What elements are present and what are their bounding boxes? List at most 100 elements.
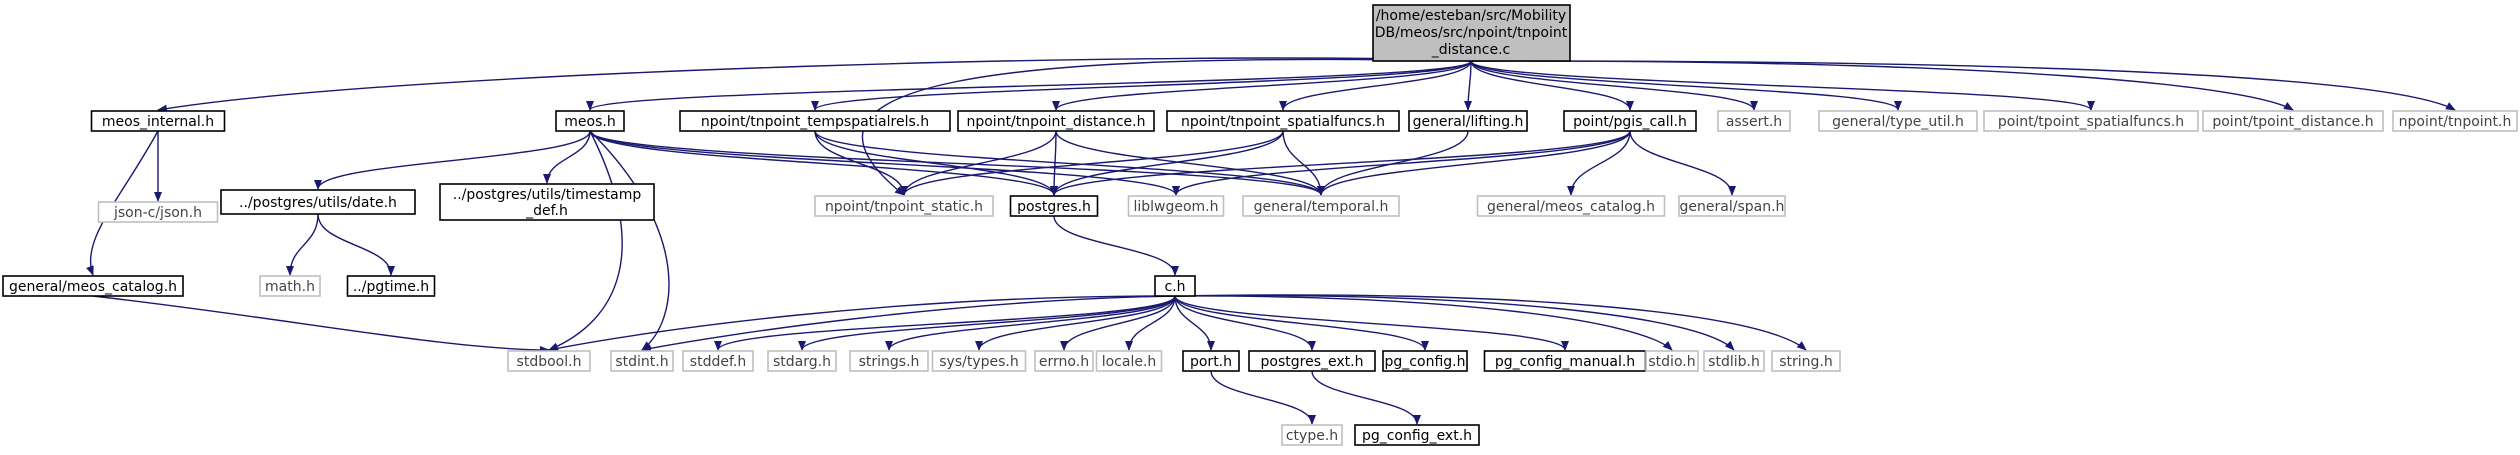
edge-spatialfuncs-to-tnpoint_static	[900, 130, 1284, 196]
edge-root-to-tnpoint_h	[1470, 60, 2456, 111]
edge-c-to-locale	[1125, 295, 1176, 351]
node-box	[1034, 350, 1094, 372]
edge-c-to-postgres_ext	[1174, 295, 1316, 351]
node-label: pg_config_ext.h	[1362, 428, 1472, 444]
edge-tempspatialrels-to-tnpoint_static	[814, 130, 908, 196]
node-box	[1983, 110, 2199, 132]
edge-c-to-stdbool	[548, 295, 1176, 353]
node-box	[439, 183, 655, 221]
node-label: stdarg.h	[773, 354, 831, 370]
node-label: liblwgeom.h	[1133, 199, 1218, 215]
node-label: stddef.h	[690, 354, 746, 370]
node-box	[1771, 350, 1841, 372]
node-label: assert.h	[1726, 114, 1782, 130]
node-spatialfuncs[interactable]: npoint/tnpoint_spatialfuncs.h	[1166, 110, 1400, 132]
node-label: postgres.h	[1017, 199, 1091, 215]
node-label: point/tpoint_spatialfuncs.h	[1998, 114, 2184, 130]
edge-port-to-ctype	[1210, 370, 1316, 425]
node-meos-internal[interactable]: meos_internal.h	[90, 110, 226, 132]
node-box	[679, 110, 951, 132]
node-pgtime[interactable]: ../pgtime.h	[346, 275, 436, 297]
node-tpoint-distance: point/tpoint_distance.h	[2202, 110, 2384, 132]
edge-c-to-string	[1174, 294, 1807, 351]
node-label: general/span.h	[1680, 199, 1785, 215]
node-box	[814, 195, 994, 217]
node-math: math.h	[259, 275, 321, 297]
edge-pgis_call-to-postgres	[1050, 130, 1631, 196]
edge-root-to-meos	[586, 60, 1472, 111]
node-label: pg_config.h	[1385, 354, 1466, 370]
node-string: string.h	[1771, 350, 1841, 372]
edge-pgis_call-to-span	[1629, 130, 1736, 196]
edge-root-to-assert	[1470, 60, 1758, 111]
edge-c-to-stdio	[1174, 295, 1673, 351]
node-lifting[interactable]: general/lifting.h	[1408, 110, 1528, 132]
node-label: pg_config_manual.h	[1495, 354, 1635, 370]
edge-tnpoint_distance_h-to-tnpoint_static	[900, 130, 1057, 196]
edge-root-to-pgis_call	[1470, 60, 1634, 111]
node-c[interactable]: c.h	[1154, 275, 1196, 297]
root-file-node[interactable]: /home/esteban/src/Mobility DB/meos/src/n…	[1372, 4, 1571, 62]
node-ctype: ctype.h	[1281, 424, 1343, 446]
node-pg-config-manual[interactable]: pg_config_manual.h	[1483, 350, 1647, 372]
node-tnpoint-distance-h[interactable]: npoint/tnpoint_distance.h	[957, 110, 1155, 132]
node-box	[1476, 195, 1666, 217]
node-box	[346, 275, 436, 297]
node-date[interactable]: ../postgres/utils/date.h	[220, 189, 416, 215]
node-box	[767, 350, 837, 372]
node-label: _def.h	[525, 203, 568, 219]
node-stdbool: stdbool.h	[507, 350, 591, 372]
edge-root-to-tempspatialrels	[811, 60, 1472, 111]
node-box	[1818, 110, 1978, 132]
root-label-line-3: _distance.c	[1431, 42, 1510, 58]
node-label: general/temporal.h	[1254, 199, 1389, 215]
node-label: port.h	[1190, 354, 1232, 370]
node-box	[1717, 110, 1791, 132]
node-tempspatialrels[interactable]: npoint/tnpoint_tempspatialrels.h	[679, 110, 951, 132]
node-label: npoint/tnpoint_static.h	[825, 199, 983, 215]
node-label: sys/types.h	[939, 354, 1018, 370]
node-meos-catalog-right: general/meos_catalog.h	[1476, 195, 1666, 217]
node-box	[849, 350, 929, 372]
node-label: point/pgis_call.h	[1573, 114, 1687, 130]
node-postgres[interactable]: postgres.h	[1009, 195, 1099, 217]
node-tnpoint-h: npoint/tnpoint.h	[2392, 110, 2518, 132]
node-box	[1281, 424, 1343, 446]
node-pg-config[interactable]: pg_config.h	[1382, 350, 1468, 372]
node-meos[interactable]: meos.h	[555, 110, 625, 132]
node-stdlib: stdlib.h	[1703, 350, 1765, 372]
node-strings: strings.h	[849, 350, 929, 372]
node-box	[1645, 350, 1699, 372]
node-box	[259, 275, 321, 297]
edge-root-to-spatialfuncs	[1279, 60, 1472, 111]
node-label: math.h	[265, 279, 315, 295]
node-pgis-call[interactable]: point/pgis_call.h	[1563, 110, 1697, 132]
edge-meos-to-temporal	[589, 130, 1325, 196]
node-box	[1166, 110, 1400, 132]
node-meos-catalog-left[interactable]: general/meos_catalog.h	[2, 275, 184, 297]
node-box	[1154, 275, 1196, 297]
node-stddef: stddef.h	[682, 350, 754, 372]
node-label: stdlib.h	[1708, 354, 1760, 370]
edge-tempspatialrels-to-temporal	[814, 130, 1325, 196]
node-label: string.h	[1779, 354, 1833, 370]
edge-c-to-stddef	[714, 295, 1176, 351]
node-label: general/type_util.h	[1832, 114, 1964, 130]
node-box	[555, 110, 625, 132]
node-timestamp-def[interactable]: ../postgres/utils/timestamp_def.h	[439, 183, 655, 221]
node-port[interactable]: port.h	[1182, 350, 1240, 372]
node-temporal: general/temporal.h	[1242, 195, 1400, 217]
node-label: npoint/tnpoint_distance.h	[966, 114, 1145, 130]
node-box	[1242, 195, 1400, 217]
node-postgres-ext[interactable]: postgres_ext.h	[1248, 350, 1376, 372]
node-pg-config-ext[interactable]: pg_config_ext.h	[1354, 424, 1480, 446]
node-box	[2202, 110, 2384, 132]
node-label: locale.h	[1102, 354, 1157, 370]
node-stdio: stdio.h	[1645, 350, 1699, 372]
node-type-util: general/type_util.h	[1818, 110, 1978, 132]
node-box	[1563, 110, 1697, 132]
edge-date-to-math	[286, 213, 319, 276]
node-label: npoint/tnpoint_spatialfuncs.h	[1181, 114, 1385, 130]
edge-postgres-to-c	[1053, 215, 1179, 276]
edge-date-to-pgtime	[317, 213, 395, 276]
